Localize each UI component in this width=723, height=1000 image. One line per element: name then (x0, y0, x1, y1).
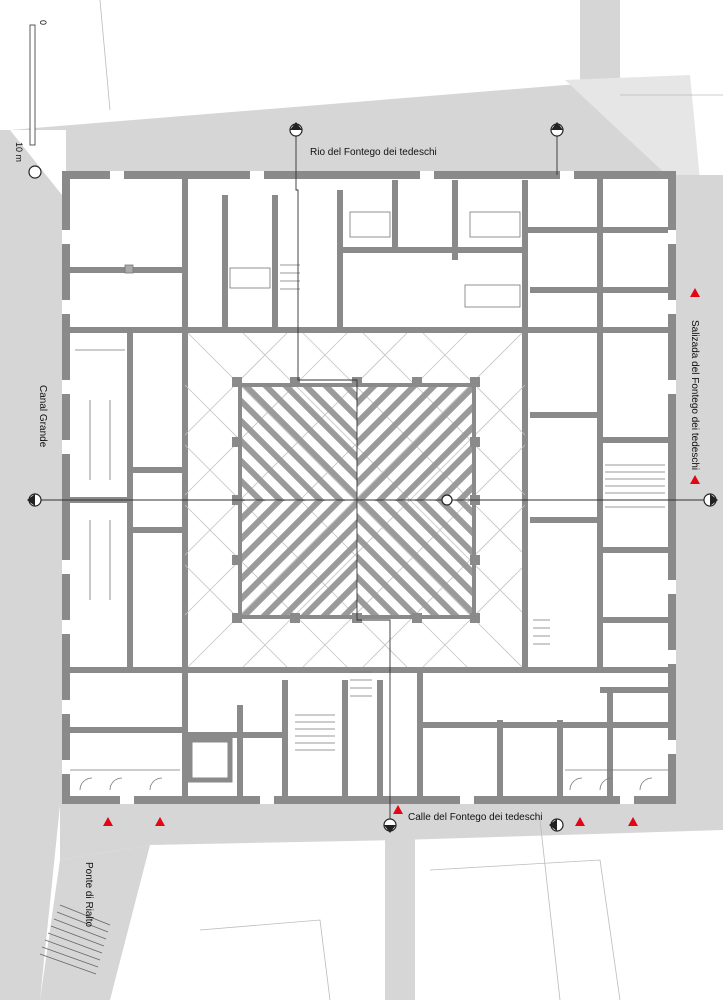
east-street-label: Salizada del Fontego dei tedeschi (689, 320, 700, 470)
building (62, 171, 676, 804)
entrance-marker (575, 817, 585, 826)
section-marker-arrows (27, 122, 718, 833)
entrance-marker (690, 288, 700, 297)
section-line-north (295, 130, 391, 825)
entrance-marker (393, 805, 403, 814)
bridge-steps (39, 904, 111, 975)
entrance-marker (155, 817, 165, 826)
room-walls (66, 175, 672, 800)
entrance-marker (628, 817, 638, 826)
interior-details (70, 211, 668, 791)
scale-start-label: 0 (38, 20, 48, 25)
scale-end-label: 10 m (14, 142, 24, 162)
courtyard-ne (357, 385, 474, 501)
bridge-label: Ponte di Rialto (83, 862, 94, 927)
north-canal-label: Rio del Fontego dei tedeschi (310, 147, 437, 158)
courtyard-se (357, 501, 474, 617)
courtyard-sw (240, 501, 357, 617)
bridge-area (40, 845, 150, 1000)
canal-grande-area (0, 130, 66, 1000)
courtyard (238, 383, 476, 619)
facade-openings (62, 171, 676, 804)
top-right-square (565, 75, 700, 180)
courtyard-nw (240, 385, 357, 501)
top-right-street (580, 0, 620, 80)
rio-area (10, 80, 690, 200)
neighbour-outlines (99, 0, 723, 1000)
scale-bar: 0 10 m (14, 20, 48, 162)
section-marker-scale (28, 165, 42, 179)
entrance-markers (103, 288, 700, 826)
salizada-area (672, 175, 723, 820)
south-street-label: Calle del Fontego dei tedeschi (408, 812, 543, 823)
calle-south-branch (385, 830, 415, 1000)
west-canal-label: Canal Grande (37, 385, 48, 448)
section-lines (35, 130, 710, 825)
entrance-marker (103, 817, 113, 826)
section-marker-inner (441, 494, 453, 506)
entrance-marker (690, 475, 700, 484)
